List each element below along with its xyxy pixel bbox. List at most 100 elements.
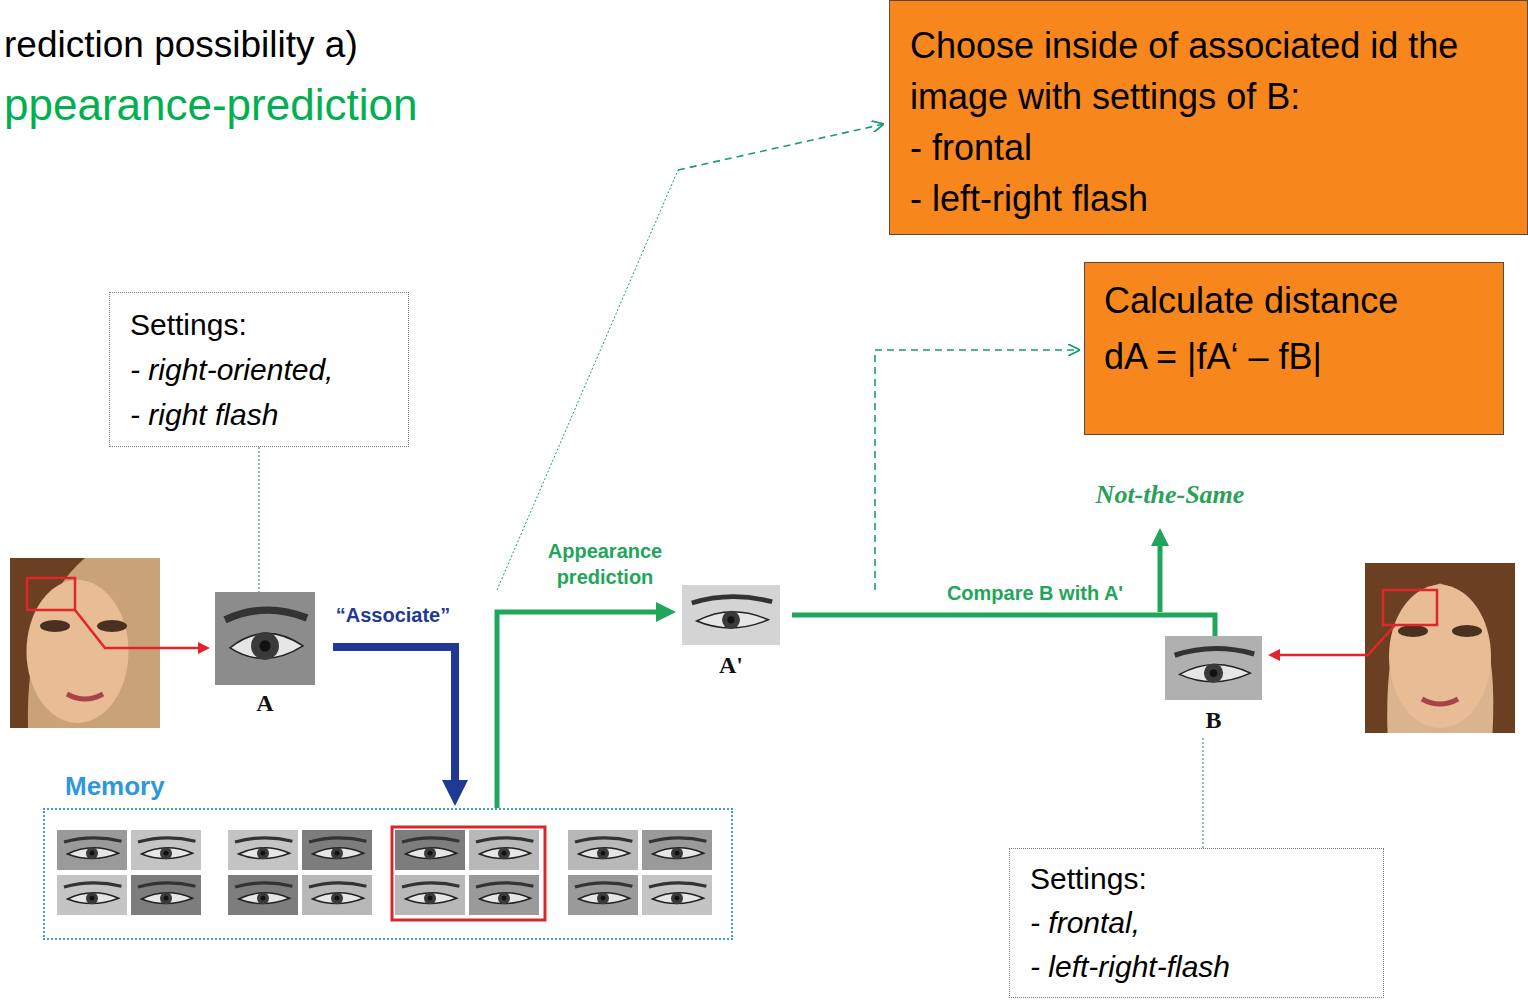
eye-photo — [424, 847, 436, 859]
eye-photo — [469, 875, 539, 915]
eye-photo — [395, 875, 465, 915]
node-text: - left-right-flash — [1030, 945, 1363, 989]
eye-photo — [228, 875, 298, 915]
face-photo — [1365, 563, 1515, 733]
face-photo — [97, 620, 127, 632]
slide-title: rediction possibility a) — [4, 24, 358, 66]
eye-photo — [131, 830, 201, 870]
eye-photo — [579, 893, 630, 904]
eye-photo — [476, 883, 533, 887]
eye-photo — [160, 847, 172, 859]
selection-marker — [75, 610, 198, 648]
result-arrow — [1160, 546, 1161, 612]
eye-photo — [1165, 636, 1262, 700]
node-text: - right flash — [130, 392, 388, 437]
eye-photo — [68, 848, 119, 859]
face-photo — [27, 580, 129, 723]
eye-photo — [428, 851, 433, 856]
eye-photo — [395, 830, 465, 870]
eye-photo — [601, 896, 606, 901]
eye-photo — [331, 892, 343, 904]
node-heading: B — [1165, 706, 1262, 734]
eye-photo — [642, 830, 712, 870]
slide-subtitle: ppearance-prediction — [4, 80, 417, 130]
eye-photo — [424, 892, 436, 904]
eye-photo — [309, 838, 366, 842]
eye-patch: A' — [682, 585, 780, 679]
eye-photo — [239, 893, 290, 904]
eye-photo — [682, 585, 780, 645]
eye-photo — [131, 830, 201, 870]
eye-photo — [1210, 669, 1218, 677]
eye-photo — [86, 892, 98, 904]
eye-photo — [313, 848, 364, 859]
eye-photo — [57, 830, 127, 870]
eye-photo — [402, 883, 459, 887]
eye-photo — [406, 893, 457, 904]
face-photo — [1389, 585, 1491, 728]
callout-arrow — [875, 350, 1080, 590]
eye-photo — [1175, 648, 1255, 655]
eye-photo — [228, 875, 298, 915]
callout-arrow — [497, 124, 884, 590]
eye-photo — [160, 892, 172, 904]
eye-photo — [498, 892, 510, 904]
eye-photo — [480, 848, 531, 859]
settings-note: Settings:- right-oriented,- right flash — [109, 292, 409, 447]
eye-photo — [675, 896, 680, 901]
eye-photo — [568, 830, 638, 870]
eye-photo — [502, 896, 507, 901]
eye-photo — [302, 830, 372, 870]
eye-photo — [402, 838, 459, 842]
eye-photo — [1180, 664, 1251, 681]
eye-photo — [215, 592, 315, 685]
associate-arrow — [333, 647, 455, 780]
eye-patch: A — [215, 592, 315, 717]
eye-photo — [1204, 664, 1223, 683]
eye-photo — [138, 838, 195, 842]
node-text: - frontal — [910, 122, 1507, 173]
eye-photo — [469, 830, 539, 870]
edge-label: “Associate” — [328, 604, 458, 627]
eye-photo — [68, 893, 119, 904]
eye-photo — [302, 875, 372, 915]
eye-photo — [64, 838, 121, 842]
face-photo — [1422, 699, 1458, 704]
eye-photo — [568, 830, 638, 870]
node-text: dA = |fA‘ – fB| — [1104, 329, 1484, 385]
eye-photo — [259, 640, 270, 651]
memory-panel: Memory — [43, 808, 733, 940]
eye-photo — [601, 851, 606, 856]
eye-photo — [261, 896, 266, 901]
eye-photo — [469, 875, 539, 915]
eye-photo — [727, 616, 734, 623]
node-heading: A — [215, 689, 315, 717]
node-text: - left-right flash — [910, 173, 1507, 224]
eye-patch: B — [1165, 636, 1262, 734]
eye-photo — [476, 838, 533, 842]
eye-photo — [692, 597, 772, 603]
callout-arrow — [678, 124, 884, 170]
instruction-box: Choose inside of associated id the image… — [889, 0, 1528, 235]
node-heading: Memory — [65, 770, 731, 802]
result-arrow — [1158, 546, 1163, 612]
eye-photo — [57, 875, 127, 915]
eye-photo — [131, 875, 201, 915]
callout-arrow — [497, 170, 678, 590]
face-photo — [40, 620, 70, 632]
edge-label: Appearance prediction — [526, 538, 684, 590]
eye-photo — [86, 847, 98, 859]
face-photo — [10, 558, 160, 728]
prediction-arrow — [497, 612, 656, 808]
eye-photo — [469, 830, 539, 870]
eye-photo — [671, 892, 683, 904]
eye-photos — [10, 558, 1515, 920]
eye-photo — [302, 875, 372, 915]
result-label: Not-the-Same — [1060, 480, 1280, 510]
eye-photo — [428, 896, 433, 901]
eye-photo — [228, 830, 298, 870]
node-heading: A' — [682, 651, 780, 679]
eye-photo — [697, 612, 769, 628]
face-photo — [10, 558, 160, 728]
eye-photo — [395, 830, 465, 870]
